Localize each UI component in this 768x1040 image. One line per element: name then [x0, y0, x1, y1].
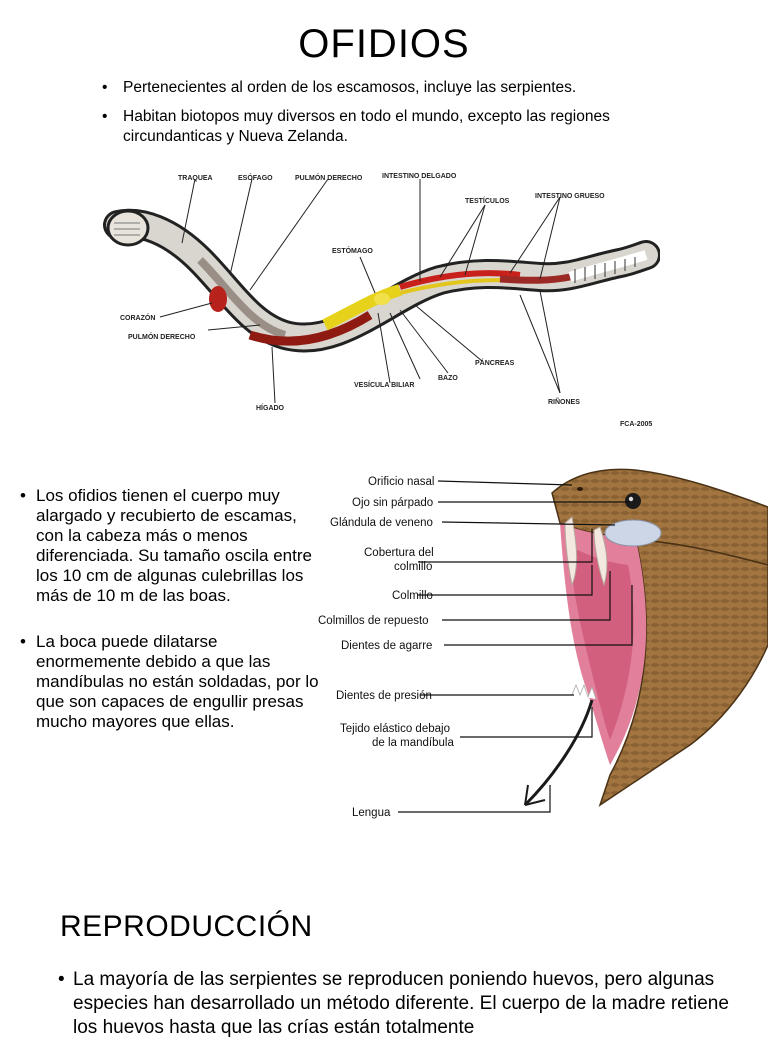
- bullet-glyph: •: [20, 632, 26, 651]
- label-pancreas: PÁNCREAS: [475, 358, 515, 367]
- label-intestino-grueso: INTESTINO GRUESO: [535, 193, 605, 200]
- diagram-credit: FCA-2005: [620, 421, 652, 428]
- label-dientes-agarre: Dientes de agarre: [341, 640, 432, 652]
- label-corazon: CORAZÓN: [120, 313, 155, 322]
- bullet-glyph: •: [102, 108, 108, 125]
- bullet-item: • La boca puede dilatarse enormemente de…: [20, 632, 320, 732]
- bullet-glyph: •: [102, 79, 108, 96]
- bullet-glyph: •: [20, 486, 26, 505]
- bullet-text: Los ofidios tienen el cuerpo muy alargad…: [36, 486, 312, 605]
- label-esofago: ESÓFAGO: [238, 173, 273, 182]
- label-glandula-veneno: Glándula de veneno: [330, 517, 433, 529]
- bullet-glyph: •: [58, 969, 65, 990]
- slide-title: OFIDIOS: [298, 22, 470, 66]
- label-rinones: RIÑONES: [548, 397, 580, 406]
- label-lengua: Lengua: [352, 807, 391, 819]
- bullet-text: Pertenecientes al orden de los escamosos…: [123, 79, 577, 96]
- label-intestino-delgado: INTESTINO DELGADO: [382, 173, 457, 180]
- bullet-item: • Los ofidios tienen el cuerpo muy alarg…: [20, 486, 320, 606]
- label-traquea: TRAQUEA: [178, 175, 213, 182]
- label-estomago: ESTÓMAGO: [332, 246, 373, 255]
- section-title: REPRODUCCIÓN: [60, 910, 313, 943]
- label-dientes-presion: Dientes de presión: [336, 690, 432, 702]
- label-higado: HÍGADO: [256, 403, 285, 412]
- bullet-text: La boca puede dilatarse enormemente debi…: [36, 632, 319, 731]
- bullet-text: Habitan biotopos muy diversos en todo el…: [123, 108, 610, 145]
- label-tejido-elastico-2: de la mandíbula: [372, 737, 454, 749]
- bullet-item: • Pertenecientes al orden de los escamos…: [102, 78, 662, 98]
- label-tejido-elastico-1: Tejido elástico debajo: [340, 723, 450, 735]
- label-bazo: BAZO: [438, 375, 458, 382]
- label-orificio-nasal: Orificio nasal: [368, 476, 434, 488]
- heart-organ: [209, 286, 227, 312]
- label-vesicula-biliar: VESÍCULA BILIAR: [354, 380, 414, 389]
- label-pulmon-derecho-bottom: PULMÓN DERECHO: [128, 332, 196, 341]
- label-pulmon-derecho-top: PULMÓN DERECHO: [295, 173, 363, 182]
- label-colmillo: Colmillo: [392, 590, 433, 602]
- label-ojo-sin-parpado: Ojo sin párpado: [352, 497, 433, 509]
- label-cobertura-colmillo-2: colmillo: [394, 561, 432, 573]
- label-colmillos-repuesto: Colmillos de repuesto: [318, 615, 429, 627]
- bullet-item: • Habitan biotopos muy diversos en todo …: [102, 107, 662, 147]
- bullet-item: • La mayoría de las serpientes se reprod…: [58, 968, 738, 1040]
- snake-anatomy-diagram: TRAQUEA ESÓFAGO PULMÓN DERECHO INTESTINO…: [103, 173, 660, 428]
- label-testiculos: TESTÍCULOS: [465, 196, 510, 205]
- bullet-text: La mayoría de las serpientes se reproduc…: [73, 969, 729, 1038]
- label-cobertura-colmillo-1: Cobertura del: [364, 547, 434, 559]
- snake-head-diagram: Orificio nasal Ojo sin párpado Glándula …: [318, 468, 768, 819]
